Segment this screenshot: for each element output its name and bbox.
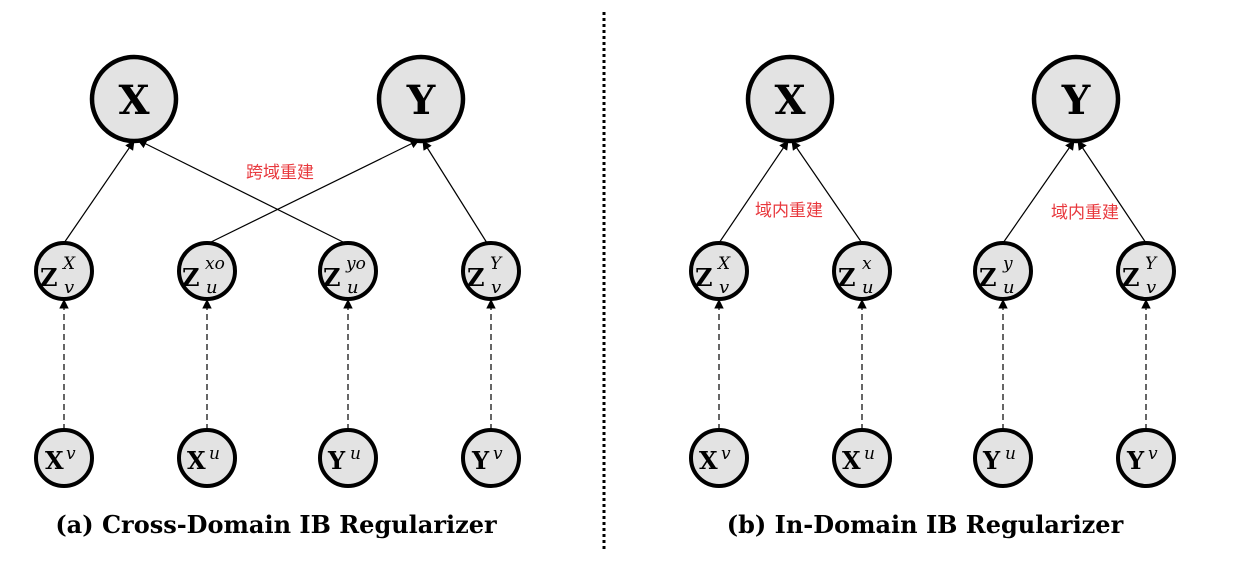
svg-text:Z: Z bbox=[695, 263, 713, 292]
svg-text:Z: Z bbox=[979, 263, 997, 292]
node-Y-u-input: Y u bbox=[318, 428, 378, 488]
svg-text:u: u bbox=[209, 444, 220, 464]
svg-text:X: X bbox=[716, 254, 731, 274]
svg-text:Z: Z bbox=[323, 263, 341, 292]
svg-text:v: v bbox=[493, 444, 503, 464]
node-X-v-input: X v bbox=[34, 428, 94, 488]
svg-text:v: v bbox=[64, 277, 74, 298]
svg-text:v: v bbox=[719, 277, 729, 298]
svg-text:v: v bbox=[1146, 277, 1156, 298]
node-Y-v-input-b: Y v bbox=[1116, 428, 1176, 488]
node-Z-u-x-b: Z x u bbox=[832, 241, 892, 301]
svg-text:u: u bbox=[350, 444, 361, 464]
edge-zvX-to-X bbox=[63, 140, 135, 244]
annotation-cross-domain-reconstruction: 跨域重建 bbox=[246, 163, 314, 183]
edge-zuy-to-Y-b bbox=[1002, 140, 1075, 244]
svg-text:u: u bbox=[347, 277, 359, 298]
svg-text:Z: Z bbox=[182, 263, 200, 292]
svg-text:yo: yo bbox=[345, 254, 366, 274]
node-X-v-input-b: X v bbox=[689, 428, 749, 488]
svg-text:Y: Y bbox=[327, 446, 346, 475]
svg-text:X: X bbox=[699, 446, 718, 475]
edge-zvY-to-Y bbox=[422, 140, 488, 244]
node-X-u-input-b: X u bbox=[832, 428, 892, 488]
node-Z-v-Y: Z Y v bbox=[461, 241, 521, 301]
svg-text:v: v bbox=[721, 444, 731, 464]
node-Z-u-xo: Z xo u bbox=[177, 241, 237, 301]
svg-text:v: v bbox=[491, 277, 501, 298]
svg-text:Y: Y bbox=[471, 446, 490, 475]
node-X-top-b: X bbox=[745, 54, 835, 144]
svg-text:Y: Y bbox=[490, 254, 503, 274]
node-Z-u-yo: Z yo u bbox=[318, 241, 378, 301]
svg-text:Y: Y bbox=[1061, 77, 1091, 124]
svg-text:v: v bbox=[66, 444, 76, 464]
svg-text:X: X bbox=[45, 446, 64, 475]
node-Y-u-input-b: Y u bbox=[973, 428, 1033, 488]
edge-zvX-to-X-b bbox=[718, 140, 789, 244]
panel-in-domain: X Y 域内重建 域内重建 Z X v Z x u Z y u bbox=[689, 54, 1176, 539]
svg-text:Y: Y bbox=[982, 446, 1001, 475]
svg-text:u: u bbox=[1003, 277, 1015, 298]
node-Z-u-y-b: Z y u bbox=[973, 241, 1033, 301]
svg-text:X: X bbox=[187, 446, 206, 475]
node-Y-top-b: Y bbox=[1031, 54, 1121, 144]
node-Z-v-X-b: Z X v bbox=[689, 241, 749, 301]
edge-zux-to-X-b bbox=[791, 140, 863, 244]
node-Z-v-X: Z X v bbox=[34, 241, 94, 301]
svg-text:Z: Z bbox=[1122, 263, 1140, 292]
svg-text:Y: Y bbox=[1145, 254, 1158, 274]
caption-in-domain: (b) In-Domain IB Regularizer bbox=[727, 510, 1124, 539]
panel-cross-domain: X Y 跨域重建 Z X v Z xo u Z yo u Z bbox=[34, 54, 521, 539]
node-Y-v-input: Y v bbox=[461, 428, 521, 488]
annotation-in-domain-reconstruction-x: 域内重建 bbox=[755, 201, 823, 221]
node-X-top: X bbox=[89, 54, 179, 144]
svg-text:X: X bbox=[774, 77, 805, 124]
svg-text:v: v bbox=[1148, 444, 1158, 464]
svg-text:X: X bbox=[61, 254, 76, 274]
edge-zvY-to-Y-b bbox=[1077, 140, 1147, 244]
edge-zuyo-to-X bbox=[137, 139, 348, 245]
svg-text:u: u bbox=[864, 444, 875, 464]
node-Y-top: Y bbox=[376, 54, 466, 144]
caption-cross-domain: (a) Cross-Domain IB Regularizer bbox=[55, 510, 497, 539]
edge-zuxo-to-Y bbox=[206, 139, 420, 245]
svg-text:y: y bbox=[1002, 254, 1013, 274]
svg-text:Z: Z bbox=[40, 263, 58, 292]
svg-text:u: u bbox=[1005, 444, 1016, 464]
svg-text:Z: Z bbox=[838, 263, 856, 292]
svg-text:u: u bbox=[862, 277, 874, 298]
svg-text:Z: Z bbox=[467, 263, 485, 292]
svg-text:X: X bbox=[842, 446, 861, 475]
node-X-u-input: X u bbox=[177, 428, 237, 488]
svg-text:x: x bbox=[862, 254, 872, 274]
svg-text:u: u bbox=[206, 277, 218, 298]
svg-text:Y: Y bbox=[406, 77, 436, 124]
annotation-in-domain-reconstruction-y: 域内重建 bbox=[1051, 203, 1119, 223]
svg-text:xo: xo bbox=[205, 254, 225, 274]
svg-text:Y: Y bbox=[1126, 446, 1145, 475]
svg-text:X: X bbox=[118, 77, 149, 124]
node-Z-v-Y-b: Z Y v bbox=[1116, 241, 1176, 301]
